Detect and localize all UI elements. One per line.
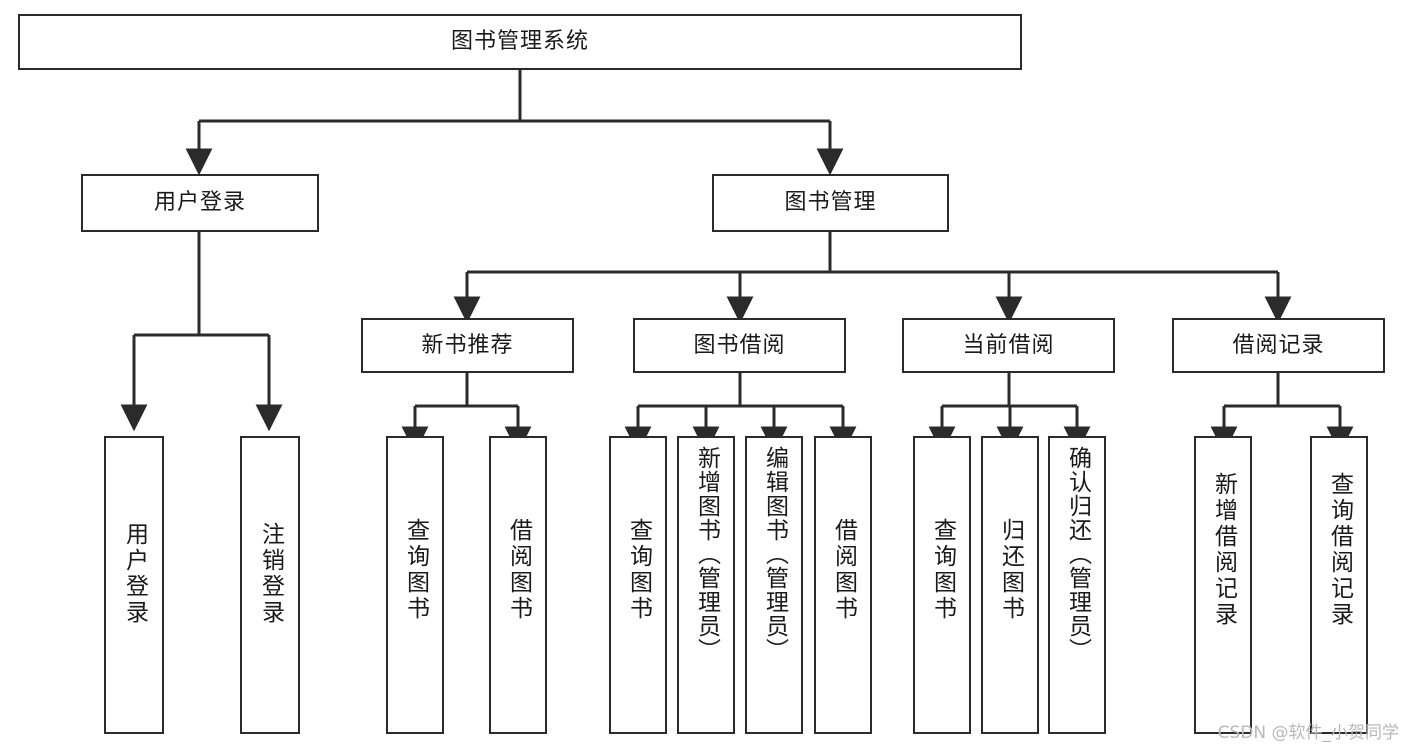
node-leaf-query-book-2-label: 查询图书	[625, 518, 652, 622]
node-leaf-query-book-3[interactable]: 查询图书	[913, 436, 971, 734]
node-leaf-confirm-return-label: 确认归还（管理员）	[1064, 446, 1091, 662]
node-leaf-add-record[interactable]: 新增借阅记录	[1194, 436, 1252, 734]
node-leaf-borrow-book-1[interactable]: 借阅图书	[489, 436, 547, 734]
node-new-book-recommend-label: 新书推荐	[421, 332, 514, 358]
node-leaf-borrow-book-2-label: 借阅图书	[830, 518, 857, 622]
node-current-borrow-label: 当前借阅	[962, 332, 1055, 358]
node-leaf-edit-book[interactable]: 编辑图书（管理员）	[745, 436, 803, 734]
node-leaf-logout-label: 注销登录	[257, 522, 284, 626]
node-leaf-query-record[interactable]: 查询借阅记录	[1310, 436, 1368, 734]
node-leaf-add-book-label: 新增图书（管理员）	[693, 446, 720, 662]
node-leaf-query-book-3-label: 查询图书	[929, 518, 956, 622]
node-book-borrow[interactable]: 图书借阅	[633, 318, 846, 373]
node-borrow-record[interactable]: 借阅记录	[1172, 318, 1385, 373]
node-leaf-return-book[interactable]: 归还图书	[981, 436, 1039, 734]
node-leaf-query-book-1[interactable]: 查询图书	[386, 436, 444, 734]
node-borrow-record-label: 借阅记录	[1232, 332, 1325, 358]
node-leaf-return-book-label: 归还图书	[997, 518, 1024, 622]
node-leaf-query-book-1-label: 查询图书	[402, 518, 429, 622]
node-leaf-add-record-label: 新增借阅记录	[1210, 472, 1237, 628]
node-book-manage-label: 图书管理	[784, 190, 877, 215]
node-leaf-query-record-label: 查询借阅记录	[1326, 472, 1353, 628]
node-leaf-user-login[interactable]: 用户登录	[104, 436, 164, 734]
node-leaf-borrow-book-1-label: 借阅图书	[505, 518, 532, 622]
node-book-borrow-label: 图书借阅	[693, 332, 786, 358]
node-leaf-borrow-book-2[interactable]: 借阅图书	[814, 436, 872, 734]
csdn-watermark: CSDN @软件_小贺同学	[1217, 723, 1399, 743]
node-leaf-confirm-return[interactable]: 确认归还（管理员）	[1048, 436, 1106, 734]
node-new-book-recommend[interactable]: 新书推荐	[361, 318, 574, 373]
node-leaf-query-book-2[interactable]: 查询图书	[609, 436, 667, 734]
node-current-borrow[interactable]: 当前借阅	[902, 318, 1115, 373]
node-root[interactable]: 图书管理系统	[18, 14, 1022, 70]
node-leaf-edit-book-label: 编辑图书（管理员）	[761, 446, 788, 662]
node-leaf-logout[interactable]: 注销登录	[240, 436, 300, 734]
node-leaf-user-login-label: 用户登录	[121, 522, 148, 626]
node-book-manage[interactable]: 图书管理	[712, 174, 949, 232]
node-user-login[interactable]: 用户登录	[81, 174, 319, 232]
node-leaf-add-book[interactable]: 新增图书（管理员）	[677, 436, 735, 734]
node-user-login-label: 用户登录	[153, 190, 246, 215]
node-root-label: 图书管理系统	[450, 29, 589, 54]
